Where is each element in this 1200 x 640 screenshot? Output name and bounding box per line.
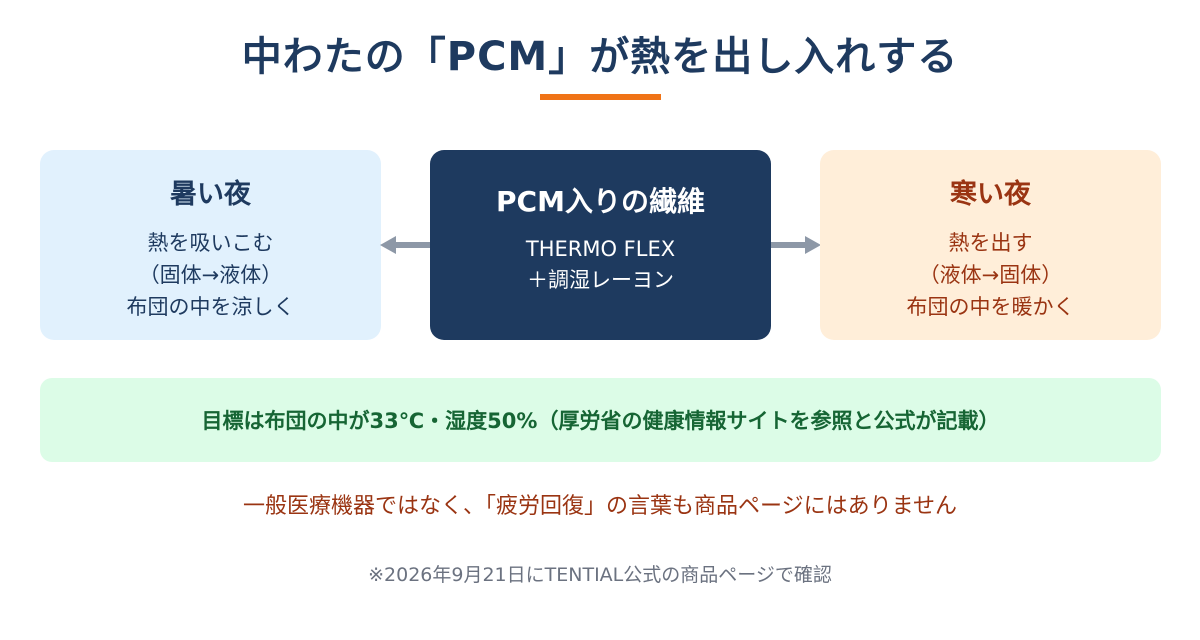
hot-night-line: 熱を吸いこむ (147, 231, 274, 255)
goal-banner: 目標は布団の中が33℃・湿度50%（厚労省の健康情報サイトを参照と公式が記載） (40, 378, 1161, 462)
pcm-fiber-box: PCM入りの繊維 THERMO FLEX ＋調湿レーヨン (430, 150, 771, 340)
cold-night-heading: 寒い夜 (950, 179, 1031, 210)
pcm-fiber-heading: PCM入りの繊維 (496, 185, 705, 218)
disclaimer-note: 一般医療機器ではなく、「疲労回復」の言葉も商品ページにはありません (243, 494, 957, 519)
page-title: 中わたの「PCM」が熱を出し入れする (241, 34, 959, 80)
arrow-left-icon (380, 236, 430, 254)
cold-night-line: （液体→固体） (918, 263, 1063, 287)
hot-night-box: 暑い夜 熱を吸いこむ （固体→液体） 布団の中を涼しく (40, 150, 381, 340)
cold-night-line: 布団の中を暖かく (906, 295, 1075, 319)
cold-night-line: 熱を出す (948, 231, 1033, 255)
title-underline (540, 94, 661, 100)
cold-night-lines: 熱を出す （液体→固体） 布団の中を暖かく (907, 227, 1075, 323)
goal-text: 目標は布団の中が33℃・湿度50%（厚労省の健康情報サイトを参照と公式が記載） (201, 409, 1000, 433)
source-footnote: ※2026年9月21日にTENTIAL公式の商品ページで確認 (368, 564, 832, 586)
pcm-fiber-lines: THERMO FLEX ＋調湿レーヨン (526, 234, 675, 296)
pcm-fiber-line: THERMO FLEX (525, 237, 676, 261)
cold-night-box: 寒い夜 熱を出す （液体→固体） 布団の中を暖かく (820, 150, 1161, 340)
arrow-right-icon (771, 236, 821, 254)
hot-night-heading: 暑い夜 (170, 179, 251, 210)
hot-night-line: （固体→液体） (138, 263, 283, 287)
hot-night-lines: 熱を吸いこむ （固体→液体） 布団の中を涼しく (127, 227, 295, 323)
hot-night-line: 布団の中を涼しく (126, 295, 295, 319)
pcm-fiber-line: ＋調湿レーヨン (527, 268, 674, 292)
